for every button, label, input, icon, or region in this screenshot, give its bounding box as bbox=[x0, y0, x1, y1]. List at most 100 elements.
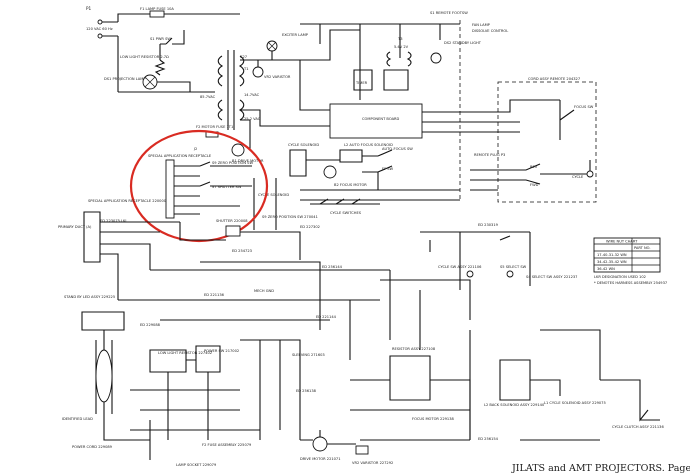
label-fuse-assy: F2 FUSE ASSEMBLY 225079 bbox=[202, 443, 252, 447]
label-dissolve: DISSOLVE CONTROL bbox=[472, 29, 508, 33]
chart-title: WIRE NUT CHART bbox=[606, 240, 638, 244]
remote-wiring bbox=[470, 99, 575, 140]
exciter-cross bbox=[267, 41, 277, 51]
label-p1: P1 bbox=[86, 6, 92, 11]
j2-pins bbox=[174, 165, 200, 215]
label-ed-221136: ED 221136 bbox=[204, 293, 225, 297]
chart-note-2: * DENOTES HARNESS ASSEMBLY 254937 bbox=[594, 281, 667, 285]
resistor-assy-box bbox=[389, 355, 431, 401]
af-wiring bbox=[306, 149, 393, 190]
label-cycle-sw: CYCLE SWITCHES bbox=[330, 211, 362, 215]
red-highlight-circle bbox=[129, 129, 269, 243]
label-special-app-2: SPECIAL APPLICATION RECEPTACLE 220000 bbox=[88, 199, 167, 203]
label-lamp-socket: LAMP SOCKET 229079 bbox=[176, 463, 217, 467]
label-special-app: SPECIAL APPLICATION RECEPTACLE bbox=[148, 154, 212, 158]
label-exciter: EXCITER LAMP bbox=[282, 33, 309, 37]
label-j2: J2 bbox=[193, 147, 197, 151]
label-comp-board: COMPONENT BOARD bbox=[362, 117, 400, 121]
label-ed-256144: ED 256144 bbox=[322, 265, 343, 269]
label-ed-254723: ED 254723 bbox=[232, 249, 252, 253]
label-pwr-sw: S1 PWR SW bbox=[150, 37, 171, 41]
page-footer: JILATS and AMT PROJECTORS. Page bbox=[511, 463, 690, 474]
label-ed-230319: ED 230319 bbox=[478, 223, 499, 227]
label-t3: T3 bbox=[397, 37, 402, 41]
label-af-solenoid: L2 AUTO FOCUS SOLENOID bbox=[344, 143, 393, 147]
board-outputs bbox=[422, 111, 470, 133]
standby-box bbox=[81, 311, 125, 331]
cycle-solenoid-box bbox=[289, 149, 307, 177]
label-select-sw: S5 SELECT SW bbox=[500, 265, 527, 269]
label-fwd: FWD bbox=[530, 183, 539, 187]
low-light-resistor-box bbox=[149, 349, 187, 373]
j2-outputs bbox=[200, 165, 252, 207]
label-focus-sw: FOCUS SW bbox=[574, 105, 594, 109]
label-power-sw: POWER SW 217002 bbox=[204, 349, 239, 353]
label-cycle-clutch: CYCLE CLUTCH ASSY 221136 bbox=[612, 425, 664, 429]
j2-switches bbox=[199, 161, 211, 187]
label-s7-shutter: S7 SHUTTER SW bbox=[212, 185, 242, 189]
label-cycle: CYCLE bbox=[572, 175, 584, 179]
label-identified-lead: IDENTIFIED LEAD bbox=[62, 417, 93, 421]
power-cord-wire bbox=[103, 420, 151, 460]
label-ed-256138: ED 256138 bbox=[296, 389, 317, 393]
label-ed-229088: ED 229088 bbox=[140, 323, 161, 327]
varistor-box bbox=[355, 445, 369, 455]
label-sleeving: SLEEVING 271603 bbox=[292, 353, 325, 357]
drive-motor-shape bbox=[312, 436, 328, 452]
drive-motor bbox=[231, 143, 245, 157]
label-low-light: LOW LIGHT RESISTOR 2.7Ω bbox=[120, 55, 169, 59]
chart-row-3: 36-42 WN bbox=[597, 267, 615, 271]
harness-branch bbox=[349, 270, 471, 360]
select-sw-contact bbox=[506, 270, 514, 278]
label-mech-gnd: MECH GND bbox=[254, 289, 274, 293]
label-p1-plug: PRIMARY DUCT (A) bbox=[58, 225, 92, 229]
label-vr2-assy: VR2 VARISTOR 227292 bbox=[352, 461, 393, 465]
label-resistor-assy: RESISTOR ASSY 227108 bbox=[392, 347, 436, 351]
label-timer: TIMER bbox=[355, 81, 368, 85]
label-c27: C27 bbox=[240, 55, 247, 59]
label-zero-pos: S9 ZERO POSITION SW 270041 bbox=[262, 215, 318, 219]
label-power-cord: POWER CORD 229089 bbox=[72, 445, 113, 449]
label-s9-zero: S9 ZERO POSITION SW bbox=[212, 161, 253, 165]
label-standby-lt: STAND BY LED ASSY 229225 bbox=[64, 295, 115, 299]
label-cycle-sol: CYCLE SOLENOID bbox=[288, 143, 319, 147]
chart-row-2: 34-42-35-42 WN bbox=[597, 260, 627, 264]
standby-light bbox=[430, 52, 442, 64]
harness-shutter bbox=[179, 222, 301, 260]
lower-left-harness bbox=[130, 359, 260, 440]
t3-coils bbox=[386, 51, 412, 67]
cycle-sw-contact bbox=[466, 270, 474, 278]
center-harness bbox=[240, 339, 301, 440]
label-af-switch: AUTO-FOCUS SW bbox=[382, 147, 413, 151]
label-focus-motor: B2 FOCUS MOTOR bbox=[334, 183, 367, 187]
t2-coils bbox=[217, 99, 245, 121]
label-5vac: 5.4V 2V bbox=[394, 45, 409, 49]
label-motor-fuse: F2 MOTOR FUSE 1T1 bbox=[196, 125, 233, 129]
label-af-sol-assy: L2 BACK SOLENOID ASSY 229140 bbox=[484, 403, 545, 407]
component-board bbox=[329, 103, 423, 139]
lamp-socket-shape bbox=[95, 349, 113, 403]
varistor-vr2 bbox=[252, 66, 264, 78]
label-t1: T1 bbox=[243, 67, 248, 71]
lamp-cross bbox=[144, 76, 156, 88]
label-standby: DS2 STANDBY LIGHT bbox=[444, 41, 482, 45]
label-14vac: 14.7VAC bbox=[244, 93, 260, 97]
label-drive-motor: B1 DRIVE MOTOR bbox=[232, 159, 264, 163]
wire-nut-grid bbox=[594, 238, 660, 272]
low-light-resistor bbox=[154, 59, 166, 76]
power-sw-box bbox=[195, 345, 221, 373]
label-cycle-sol-assy: L1 CYCLE SOLENOID ASSY 229075 bbox=[544, 401, 606, 405]
label-proj-lamp: DS1 PROJECTION LAMP bbox=[104, 77, 146, 81]
cycle-switches bbox=[310, 198, 380, 205]
pwr-switch bbox=[159, 30, 185, 60]
label-shutter: SHUTTER 220008 bbox=[216, 219, 248, 223]
mains-pin-2 bbox=[97, 33, 103, 39]
label-ed-256154: ED 256154 bbox=[478, 437, 499, 441]
label-low-light-2: LOW LIGHT RESISTOR 227402 bbox=[158, 351, 212, 355]
cord-assy-remote bbox=[497, 81, 597, 203]
transformer-coils bbox=[217, 55, 245, 87]
timer-box bbox=[353, 69, 373, 91]
relay-box bbox=[383, 69, 409, 91]
label-remote-plug: REMOTE PLUG P3 bbox=[474, 153, 505, 157]
